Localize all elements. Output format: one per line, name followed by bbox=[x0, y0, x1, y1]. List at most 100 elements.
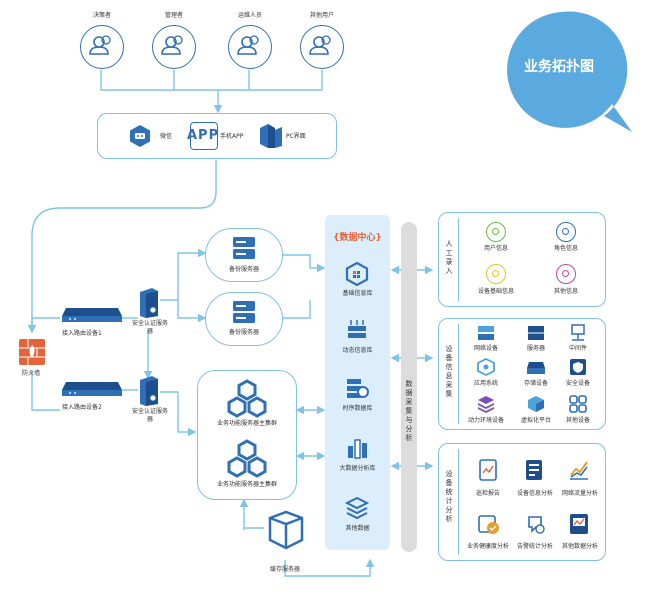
virtualization-icon bbox=[528, 396, 544, 412]
stats-panel bbox=[438, 443, 606, 561]
device-item-middleware: 中间件 bbox=[568, 345, 587, 352]
network-device-icon bbox=[478, 326, 494, 340]
device-item-security: 安全设备 bbox=[565, 380, 590, 387]
stats-item-alarm: 告警统计分析 bbox=[516, 543, 553, 550]
app-icon bbox=[190, 122, 218, 150]
storage-icon bbox=[527, 362, 545, 374]
stats-item-traffic: 网络流量分析 bbox=[561, 490, 598, 497]
manual-item-role: 角色信息 bbox=[553, 245, 578, 252]
dc-item-timeseries: 时序数据库 bbox=[342, 405, 373, 412]
server-rack-icon bbox=[233, 237, 255, 259]
traffic-analysis-icon bbox=[570, 461, 588, 480]
manual-label: 人工录入 bbox=[445, 240, 453, 275]
auth2-label: 安全认证服务器 bbox=[131, 408, 168, 423]
user-circle-decision[interactable] bbox=[80, 25, 124, 69]
stats-item-device: 设备信息分析 bbox=[516, 490, 553, 497]
device-item-server: 服务器 bbox=[526, 345, 545, 352]
device-item-virtual: 虚拟化平台 bbox=[520, 417, 551, 424]
device-info-icon bbox=[486, 264, 506, 284]
manual-panel bbox=[438, 212, 606, 307]
alarm-analysis-icon bbox=[528, 516, 545, 534]
router2-label: 接入路由设备2 bbox=[62, 404, 102, 411]
report-icon bbox=[479, 459, 497, 481]
other-device-icon bbox=[569, 395, 587, 413]
cluster1-label: 业务功能服务器主集群 bbox=[216, 420, 277, 427]
divider bbox=[458, 218, 459, 301]
layers-icon bbox=[345, 496, 369, 520]
backup2-label: 备份服务器 bbox=[228, 329, 259, 336]
page-title: 业务拓扑图 bbox=[524, 59, 594, 75]
collect-bar bbox=[401, 222, 417, 552]
pc-label: PC界面 bbox=[286, 133, 306, 140]
app-label: 手机APP bbox=[220, 133, 244, 140]
dc-item-basic: 基础信息库 bbox=[342, 290, 373, 297]
server-tower-icon bbox=[140, 376, 158, 406]
cluster-icon bbox=[227, 439, 267, 478]
manual-item-other: 其他信息 bbox=[553, 288, 578, 295]
backup1-label: 备份服务器 bbox=[228, 266, 259, 273]
user-label-other: 其他用户 bbox=[309, 12, 334, 19]
other-info-icon bbox=[556, 264, 576, 284]
auth1-label: 安全认证服务器 bbox=[131, 320, 168, 335]
user-label-ops: 运维人员 bbox=[237, 12, 262, 19]
title-bubble: 业务拓扑图 bbox=[500, 11, 632, 133]
dynamic-db-icon bbox=[348, 320, 366, 338]
users-icon bbox=[161, 35, 183, 55]
user-circle-other[interactable] bbox=[300, 25, 344, 69]
wechat-label: 微信 bbox=[160, 133, 173, 140]
device-item-power: 动力环境设备 bbox=[467, 417, 504, 424]
stats-item-report: 巡检报告 bbox=[475, 490, 500, 497]
bigdata-icon bbox=[348, 439, 367, 459]
cache-label: 缓存服务器 bbox=[269, 566, 300, 573]
health-analysis-icon bbox=[478, 515, 499, 534]
user-label-decision: 决策者 bbox=[92, 12, 111, 19]
app-icon-text: APP bbox=[187, 128, 220, 143]
datacenter-title: {数据中心} bbox=[333, 233, 382, 243]
router-icon bbox=[62, 308, 122, 322]
user-circle-manager[interactable] bbox=[152, 25, 196, 69]
cache-box-icon bbox=[268, 510, 304, 550]
device-analysis-icon bbox=[526, 460, 542, 480]
device-item-other: 其他设备 bbox=[565, 417, 590, 424]
user-circle-ops[interactable] bbox=[228, 25, 272, 69]
stats-item-health: 业务健康度分析 bbox=[466, 543, 509, 550]
stats-item-other: 其他数据分析 bbox=[561, 543, 598, 550]
router1-label: 接入路由设备1 bbox=[62, 330, 102, 337]
firewall-icon bbox=[19, 339, 45, 365]
security-device-icon bbox=[570, 359, 586, 375]
middleware-icon bbox=[571, 324, 585, 341]
dc-item-other: 其他数据 bbox=[345, 525, 370, 532]
user-label-manager: 管理者 bbox=[164, 12, 183, 19]
server-tower-icon bbox=[140, 288, 158, 318]
user-info-icon bbox=[486, 222, 506, 242]
timeseries-db-icon bbox=[347, 379, 369, 398]
users-icon bbox=[237, 35, 259, 55]
stats-label: 设备统计分析 bbox=[445, 470, 453, 523]
role-info-icon bbox=[556, 222, 576, 242]
server-icon bbox=[528, 326, 544, 340]
app-system-icon bbox=[477, 358, 495, 376]
dc-item-dynamic: 动态信息库 bbox=[342, 347, 373, 354]
cluster2-label: 业务功能服务器主集群 bbox=[216, 481, 277, 488]
dc-item-bigdata: 大数据分析库 bbox=[339, 465, 376, 472]
cluster-icon bbox=[227, 379, 267, 418]
divider bbox=[458, 449, 459, 555]
device-item-storage: 存储设备 bbox=[523, 380, 548, 387]
users-icon bbox=[89, 35, 111, 55]
pc-icon bbox=[260, 124, 282, 148]
power-env-icon bbox=[478, 396, 494, 413]
divider bbox=[458, 324, 459, 424]
server-rack-icon bbox=[233, 301, 255, 323]
manual-item-device: 设备基础信息 bbox=[477, 288, 514, 295]
collect-bar-label: 数据采集与分析 bbox=[405, 380, 413, 442]
wechat-icon bbox=[130, 125, 150, 147]
firewall-label: 防火墙 bbox=[22, 370, 41, 377]
manual-item-user: 用户信息 bbox=[483, 245, 508, 252]
database-icon bbox=[345, 262, 369, 286]
device-label: 设备信息采集 bbox=[445, 345, 453, 398]
router-icon bbox=[62, 382, 122, 396]
users-icon bbox=[309, 35, 331, 55]
other-analysis-icon bbox=[570, 514, 588, 534]
device-item-app: 应用系统 bbox=[473, 380, 498, 387]
